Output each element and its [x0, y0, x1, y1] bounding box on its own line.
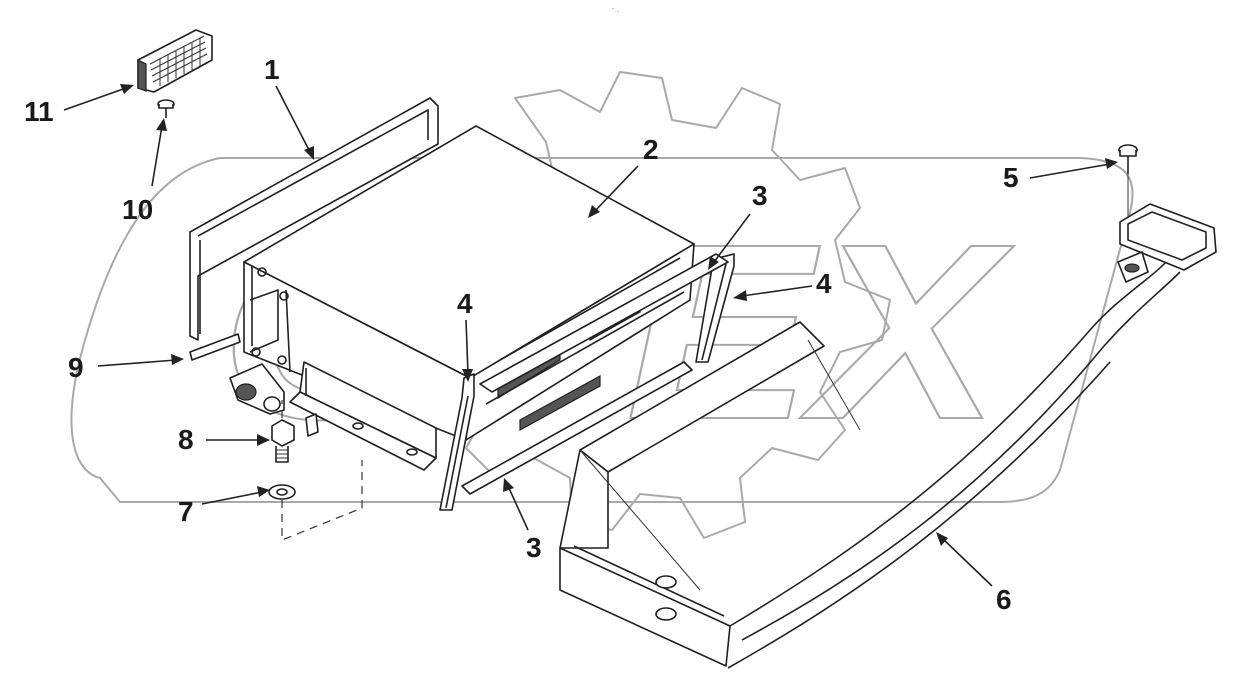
callout-4-left: 4: [457, 288, 473, 319]
part-3-foam-strip-lower: [461, 361, 693, 495]
dashed-assembly-line-bolt: [281, 460, 363, 541]
mounting-bracket: [289, 361, 437, 471]
part-6-tray: [559, 257, 1181, 669]
callout-8: 8: [178, 424, 194, 455]
callout-11: 11: [24, 96, 54, 127]
part-10-screw: [157, 99, 175, 118]
leader-arrows: [63, 84, 1118, 587]
part-4-foam-strip-left: [439, 373, 475, 511]
callout-10: 10: [122, 194, 154, 225]
part-3-foam-strip-upper: [479, 253, 729, 393]
callout-3-upper: 3: [752, 180, 768, 211]
part-11-vent-grille: [137, 29, 213, 93]
part-9-gasket-strip: [189, 333, 241, 361]
latch-knob: [229, 363, 285, 415]
callout-6: 6: [996, 584, 1012, 615]
callout-2: 2: [643, 134, 659, 165]
callout-1: 1: [264, 54, 280, 85]
callout-5: 5: [1003, 162, 1019, 193]
callout-3-lower: 3: [526, 532, 542, 563]
vent-cup: [1117, 203, 1217, 283]
part-7-washer: [268, 484, 296, 500]
part-8-bolt: [271, 419, 295, 463]
callout-9: 9: [68, 352, 84, 383]
callout-7: 7: [178, 496, 194, 527]
part-1-gasket-frame: [189, 97, 439, 341]
callout-4-right: 4: [816, 268, 832, 299]
part-2-housing-box: [243, 125, 695, 441]
tiny-mark: " ...: [612, 8, 619, 14]
